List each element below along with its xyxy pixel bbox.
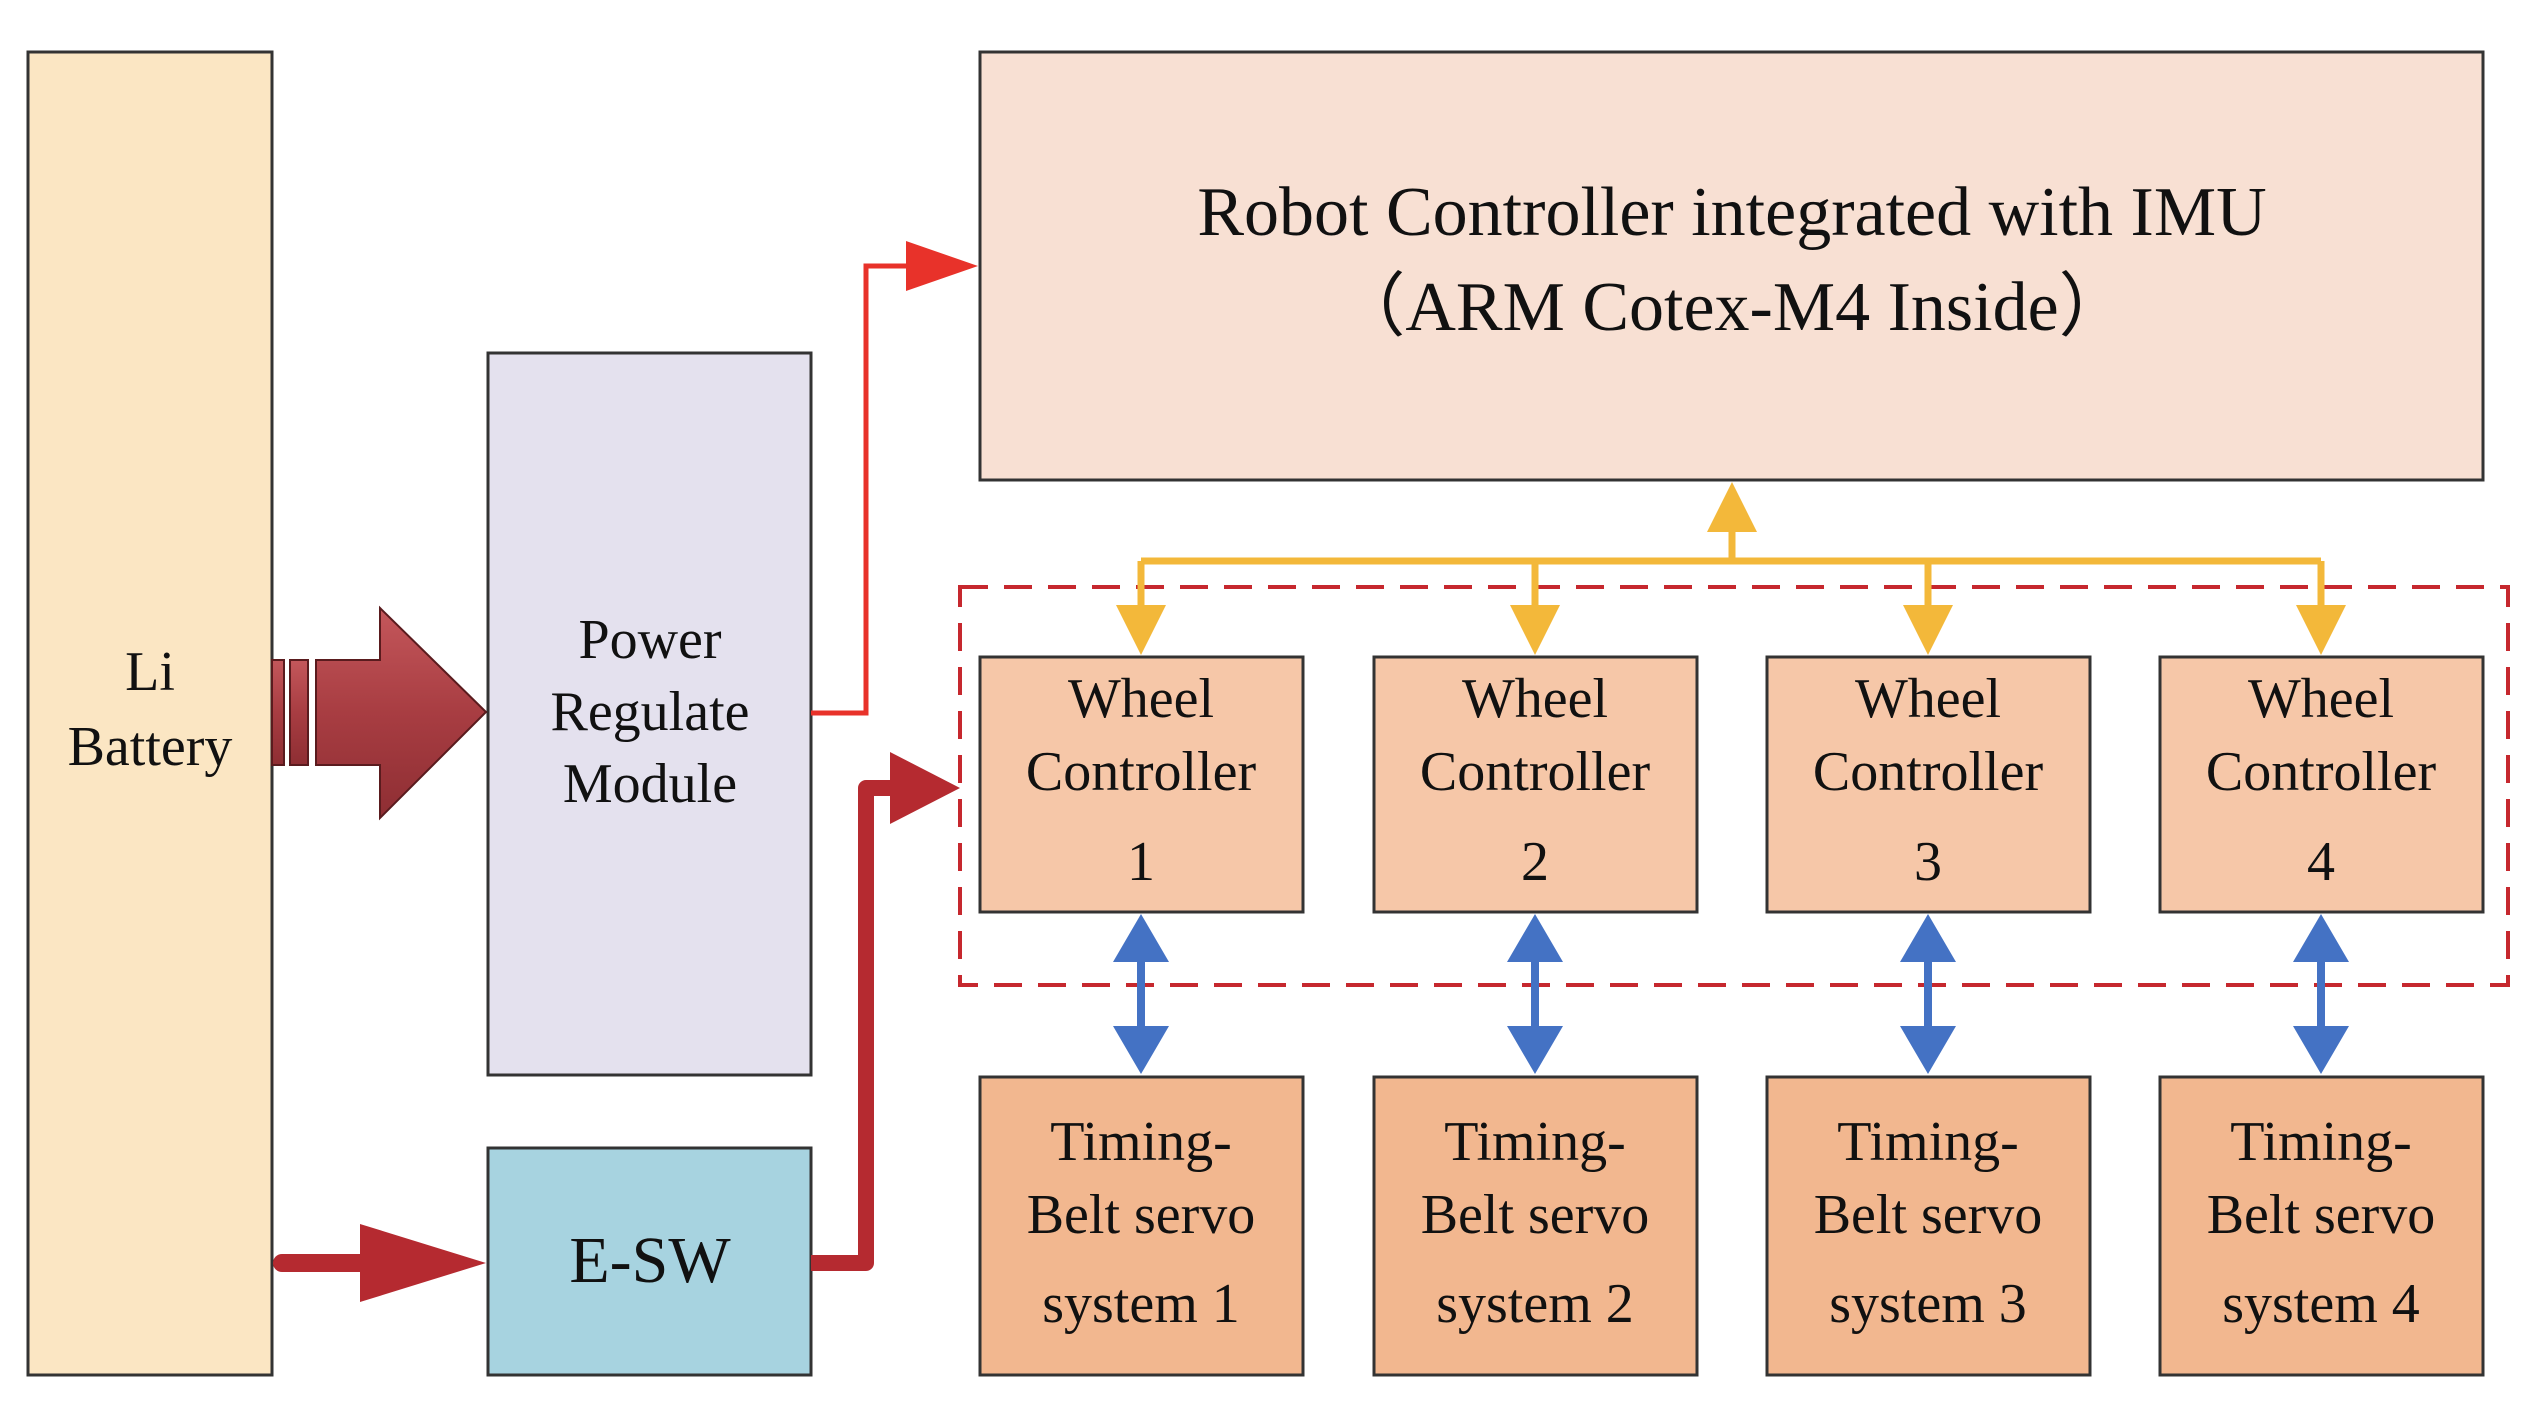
power-label-line2: Regulate xyxy=(550,681,749,743)
svg-text:2: 2 xyxy=(1521,831,1549,893)
robot-controller-block: Robot Controller integrated with IMU （AR… xyxy=(978,50,2485,482)
svg-text:Wheel: Wheel xyxy=(2248,668,2394,730)
wheel-controller-3: Wheel Controller 3 xyxy=(1765,655,2092,914)
wheel-controller-group-outline xyxy=(958,585,2510,987)
svg-text:Timing-: Timing- xyxy=(1444,1111,1626,1173)
svg-text:Controller: Controller xyxy=(2206,741,2437,803)
battery-label-line2: Battery xyxy=(68,716,233,778)
power-label-line3: Module xyxy=(563,753,737,815)
svg-text:Timing-: Timing- xyxy=(2230,1111,2412,1173)
robot-controller-line1: Robot Controller integrated with IMU xyxy=(1197,174,2266,251)
servo-system-4: Timing- Belt servo system 4 xyxy=(2158,1075,2485,1377)
esw-to-wheel-group-line xyxy=(811,752,960,1271)
svg-text:3: 3 xyxy=(1914,831,1942,893)
battery-to-esw-arrow xyxy=(273,1224,486,1302)
svg-text:system 4: system 4 xyxy=(2222,1273,2420,1335)
bus-up-arrowhead xyxy=(1707,482,1757,532)
svg-text:Controller: Controller xyxy=(1420,741,1651,803)
servo-system-2: Timing- Belt servo system 2 xyxy=(1372,1075,1699,1377)
power-label-line1: Power xyxy=(578,609,721,671)
svg-text:4: 4 xyxy=(2307,831,2335,893)
svg-text:system 1: system 1 xyxy=(1042,1273,1240,1335)
battery-label-line1: Li xyxy=(125,641,175,703)
li-battery-block: Li Battery xyxy=(26,50,274,1377)
svg-text:Belt servo: Belt servo xyxy=(1814,1184,2043,1246)
svg-text:Controller: Controller xyxy=(1026,741,1257,803)
wheel-servo-link-1 xyxy=(1113,914,1169,1074)
svg-text:Timing-: Timing- xyxy=(1050,1111,1232,1173)
wheel-servo-link-3 xyxy=(1900,914,1956,1074)
svg-text:Timing-: Timing- xyxy=(1837,1111,2019,1173)
wheel-controller-1: Wheel Controller 1 xyxy=(978,655,1305,914)
svg-text:system 3: system 3 xyxy=(1829,1273,2027,1335)
power-regulate-module-block: Power Regulate Module xyxy=(486,351,813,1077)
wheel-servo-link-2 xyxy=(1507,914,1563,1074)
wheel-controller-2: Wheel Controller 2 xyxy=(1372,655,1699,914)
svg-text:Belt servo: Belt servo xyxy=(1027,1184,1256,1246)
esw-block: E-SW xyxy=(486,1146,813,1377)
svg-text:system 2: system 2 xyxy=(1436,1273,1634,1335)
power-to-controller-line xyxy=(811,241,978,716)
servo-system-1: Timing- Belt servo system 1 xyxy=(978,1075,1305,1377)
svg-text:Wheel: Wheel xyxy=(1462,668,1608,730)
svg-text:Belt servo: Belt servo xyxy=(1421,1184,1650,1246)
servo-system-3: Timing- Belt servo system 3 xyxy=(1765,1075,2092,1377)
wheel-servo-link-4 xyxy=(2293,914,2349,1074)
svg-text:Wheel: Wheel xyxy=(1855,668,2001,730)
controller-bus xyxy=(1116,482,2346,655)
svg-text:Wheel: Wheel xyxy=(1068,668,1214,730)
esw-label: E-SW xyxy=(569,1224,731,1297)
svg-text:Belt servo: Belt servo xyxy=(2207,1184,2436,1246)
battery-to-power-arrow xyxy=(271,605,488,821)
robot-controller-line2: （ARM Cotex-M4 Inside） xyxy=(1335,269,2128,346)
svg-text:Controller: Controller xyxy=(1813,741,2044,803)
wheel-controller-4: Wheel Controller 4 xyxy=(2158,655,2485,914)
svg-text:1: 1 xyxy=(1127,831,1155,893)
